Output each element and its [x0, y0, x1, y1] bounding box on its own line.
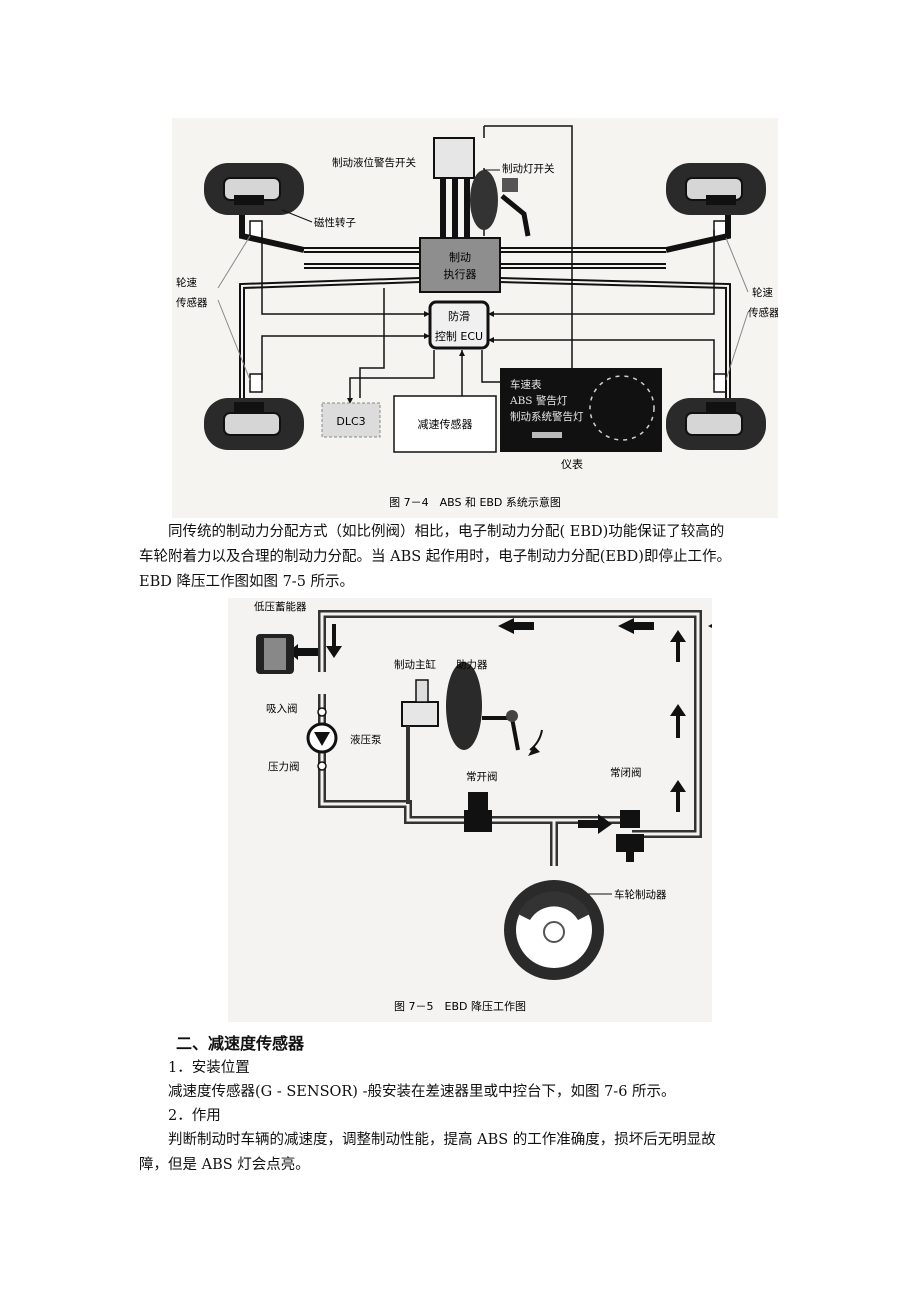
instrument-label: 仪表: [561, 457, 583, 471]
dlc3-label: DLC3: [336, 415, 365, 428]
item-1-heading: 1．安装位置: [168, 1060, 250, 1076]
paragraph-line: EBD 降压工作图如图 7-5 所示。: [139, 574, 355, 590]
magnetic-rotor-label: 磁性转子: [314, 216, 356, 229]
wheel-brake-label: 车轮制动器: [614, 888, 667, 901]
actuator-label-2: 执行器: [444, 267, 477, 281]
figure2-caption: 图 7－5 EBD 降压工作图: [394, 999, 526, 1013]
normally-closed-valve-label: 常闭阀: [610, 766, 642, 779]
brake-warning-label: 制动系统警告灯: [510, 410, 584, 423]
figure-ebd-pressure-diagram: 低压蓄能器 制动主缸 助力器 吸入阀 液压泵 压力阀 常开阀 常闭阀 车轮制动器…: [228, 598, 712, 1022]
brake-light-switch-label: 制动灯开关: [502, 162, 555, 175]
figure-abs-ebd-diagram: 制动 执行器 防滑 控制 ECU DLC3 减速传感器 车速表 ABS 警告灯 …: [172, 118, 778, 518]
ecu-label-1: 防滑: [448, 309, 470, 323]
wheel-sensor-left-label-1: 轮速: [176, 276, 197, 289]
pump-label: 液压泵: [350, 733, 382, 746]
suction-valve-label: 吸入阀: [266, 702, 298, 715]
wheel-sensor-left-label-2: 传感器: [176, 296, 208, 309]
paragraph-line: 障，但是 ABS 灯会点亮。: [139, 1157, 310, 1173]
item-2-text: 判断制动时车辆的减速度，调整制动性能，提高 ABS 的工作准确度，损坏后无明显故…: [139, 1128, 789, 1178]
wheel-front-right: [666, 163, 766, 215]
paragraph-line: 同传统的制动力分配方式（如比例阀）相比，电子制动力分配( EBD)功能保证了较高…: [168, 524, 725, 540]
paragraph-ebd-intro: 同传统的制动力分配方式（如比例阀）相比，电子制动力分配( EBD)功能保证了较高…: [139, 520, 789, 595]
wheel-rear-right: [666, 398, 766, 450]
ecu-label-2: 控制 ECU: [435, 329, 483, 343]
accumulator-label: 低压蓄能器: [254, 600, 307, 613]
normally-open-valve-label: 常开阀: [466, 770, 498, 783]
speedometer-label: 车速表: [510, 378, 542, 391]
wheel-sensor-right-label-1: 轮速: [752, 286, 773, 299]
actuator-label-1: 制动: [449, 251, 471, 264]
section-heading: 二、减速度传感器: [176, 1034, 305, 1053]
item-1-text: 减速度传感器(G - SENSOR) -般安装在差速器里或中控台下，如图 7-6…: [168, 1084, 676, 1100]
item-2-heading: 2．作用: [168, 1108, 221, 1124]
wheel-front-left: [204, 163, 304, 215]
fluid-warning-switch-label: 制动液位警告开关: [332, 156, 416, 169]
paragraph-line: 车轮附着力以及合理的制动力分配。当 ABS 起作用时，电子制动力分配(EBD)即…: [139, 549, 731, 565]
wheel-rear-left: [204, 398, 304, 450]
booster-label: 助力器: [456, 658, 488, 671]
abs-warning-label: ABS 警告灯: [509, 394, 568, 407]
pressure-valve-label: 压力阀: [268, 760, 300, 773]
figure1-caption: 图 7－4 ABS 和 EBD 系统示意图: [389, 495, 561, 509]
paragraph-line: 判断制动时车辆的减速度，调整制动性能，提高 ABS 的工作准确度，损坏后无明显故: [168, 1132, 716, 1148]
wheel-sensor-right-label-2: 传感器: [748, 306, 778, 319]
master-cylinder-label: 制动主缸: [394, 658, 436, 671]
decel-sensor-label: 减速传感器: [418, 418, 473, 431]
